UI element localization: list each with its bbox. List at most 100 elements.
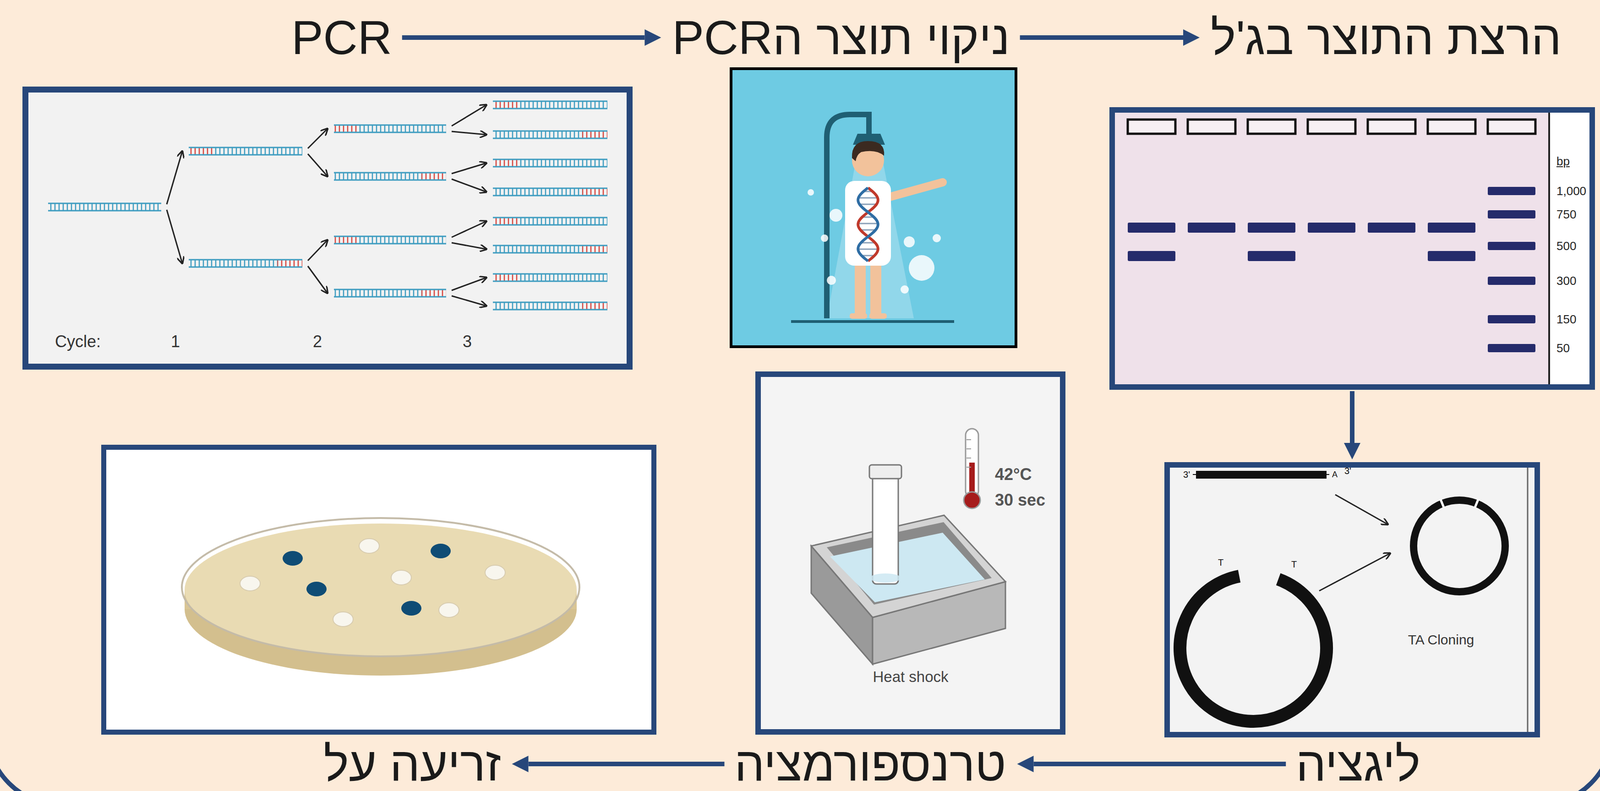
ta-cloning-art	[1319, 553, 1391, 591]
pcr-strands	[492, 188, 608, 196]
illustration-label: 30 sec	[994, 491, 1046, 509]
illustration-label: 150	[1556, 313, 1577, 326]
shower-figure	[869, 313, 887, 319]
pcr-strands	[188, 147, 214, 155]
flow-arrow	[528, 761, 725, 767]
petri-dish	[333, 611, 354, 627]
shower-figure	[849, 313, 868, 319]
pcr-strands	[421, 172, 447, 181]
pcr-strands	[333, 236, 359, 244]
heat-bath	[869, 573, 902, 583]
pcr-strands	[451, 131, 487, 135]
gel-bands	[1247, 119, 1296, 134]
heat-bath	[872, 471, 899, 585]
pcr-strands	[451, 242, 487, 250]
pcr-strands	[48, 203, 162, 211]
heat-bath	[966, 448, 972, 450]
gel-bands	[1307, 119, 1356, 134]
step-title: ליגציה	[1295, 740, 1421, 788]
ta-cloning-art	[1179, 467, 1528, 732]
heat-bath	[966, 439, 972, 441]
pcr-strands	[451, 179, 487, 192]
panel-ground	[22, 86, 633, 370]
ta-cloning-art	[1335, 494, 1388, 525]
pcr-strands	[188, 266, 303, 268]
gel-bands	[1487, 344, 1536, 353]
illustration-label: 750	[1556, 208, 1577, 221]
illustration-label: 1	[170, 333, 181, 350]
pcr-strands	[188, 147, 303, 149]
shower-figure	[858, 197, 878, 199]
pcr-strands	[188, 259, 303, 268]
flow-arrow	[1020, 35, 1184, 40]
illustration-label: 3	[462, 333, 472, 350]
ta-cloning-art	[1527, 467, 1529, 732]
pcr-strands	[333, 172, 447, 181]
heat-bath	[869, 464, 902, 479]
pcr-strands	[492, 195, 608, 197]
pcr-strands	[188, 259, 303, 268]
pcr-strands	[492, 100, 608, 103]
pcr-strands	[188, 147, 303, 155]
petri-dish	[391, 570, 412, 585]
petri-dish	[306, 581, 327, 597]
gel-bands	[1127, 251, 1176, 262]
shower-figure	[857, 187, 879, 262]
pcr-strands	[48, 203, 162, 211]
pcr-strands	[333, 125, 447, 133]
heat-bath	[963, 491, 981, 509]
illustration-label: A	[1332, 470, 1338, 479]
pcr-strands	[492, 252, 608, 254]
shower-figure	[820, 234, 829, 242]
shower-figure	[903, 236, 915, 248]
illustration-label: T	[1291, 559, 1297, 569]
pcr-strands	[188, 259, 303, 261]
step-box: ליגציה	[1164, 462, 1540, 738]
gel-bands	[1367, 222, 1416, 233]
pcr-strands	[333, 289, 447, 297]
illustration-label: 500	[1556, 240, 1577, 252]
gel-bands	[1247, 222, 1296, 233]
step-box: ניקוי תוצר הPCR	[729, 67, 1018, 349]
pcr-strands	[492, 131, 608, 139]
shower-figure	[857, 223, 879, 225]
shower-figure	[807, 189, 814, 196]
shower-figure	[857, 187, 879, 262]
pcr-strands	[166, 151, 183, 205]
gel-bands	[1307, 222, 1356, 233]
shower-figure	[826, 275, 836, 285]
ta-cloning-art	[1179, 576, 1327, 722]
panel-ground	[729, 67, 1018, 349]
pcr-strands	[48, 210, 162, 212]
shower-figure	[908, 255, 935, 281]
step-title: טרנספורמציה	[734, 740, 1007, 788]
pcr-strands	[492, 301, 608, 304]
gel-bands	[1187, 222, 1236, 233]
pcr-strands	[333, 235, 447, 238]
panel-ground	[755, 371, 1066, 735]
shower-figure	[900, 285, 909, 294]
pcr-strands	[333, 236, 447, 244]
shower-figure	[826, 144, 914, 319]
pcr-strands	[492, 101, 519, 109]
pcr-strands	[333, 289, 447, 291]
step-title: PCR	[291, 13, 393, 62]
pcr-strands	[492, 224, 608, 226]
pcr-strands	[451, 277, 487, 291]
pcr-strands	[333, 179, 447, 181]
petri-dish	[485, 565, 506, 580]
gel-bands	[1487, 186, 1536, 196]
step-title: הרצת התוצר בג'ל	[1210, 13, 1562, 62]
petri-dish	[430, 543, 451, 559]
heat-bath	[811, 428, 1006, 665]
illustration-label: 2	[312, 333, 323, 350]
pcr-strands	[451, 104, 487, 126]
shower-figure	[857, 187, 879, 262]
gel-bands	[1187, 119, 1236, 134]
petri-dish	[438, 602, 459, 618]
pcr-strands	[492, 158, 608, 161]
petri-dish	[240, 576, 261, 591]
